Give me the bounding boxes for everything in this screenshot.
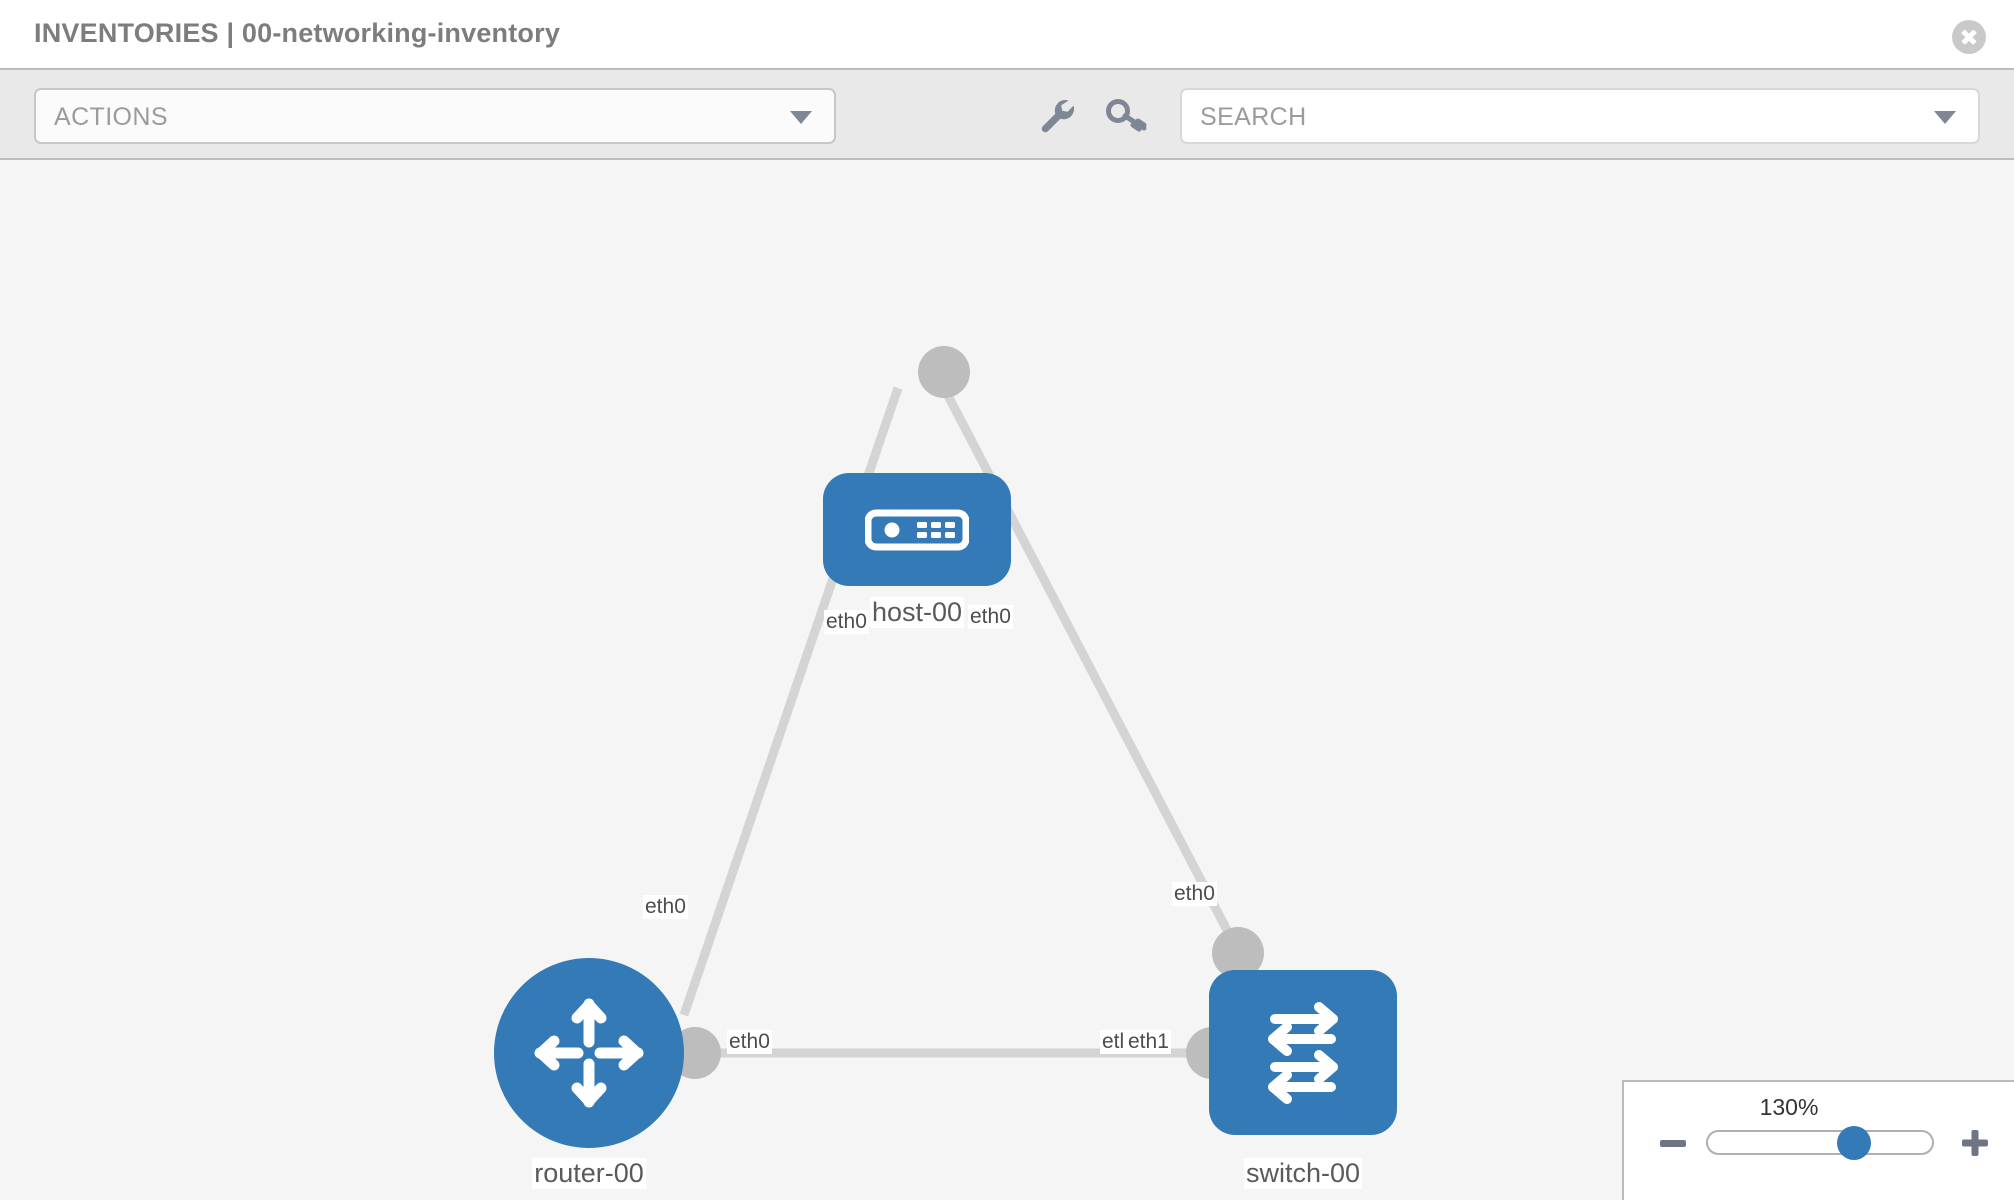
node-router-00[interactable] bbox=[494, 958, 684, 1148]
zoom-slider-thumb[interactable] bbox=[1836, 1125, 1871, 1160]
actions-dropdown-label: ACTIONS bbox=[54, 103, 168, 131]
edge-label-host-switch-near: eth0 bbox=[968, 605, 1013, 629]
search-input[interactable]: SEARCH bbox=[1180, 88, 1980, 144]
topology-canvas[interactable]: host-00 router-00 bbox=[0, 160, 2014, 1200]
router-node-shape[interactable] bbox=[494, 958, 684, 1148]
server-icon bbox=[865, 509, 969, 550]
search-placeholder: SEARCH bbox=[1200, 103, 1307, 131]
edge-label-router-switch-near: eth0 bbox=[727, 1030, 772, 1054]
zoom-level-label: 130% bbox=[1759, 1094, 1819, 1120]
toolbar: ACTIONS SEARCH bbox=[0, 68, 2014, 160]
edge-label-router-switch-far-overlap: etl bbox=[1100, 1030, 1127, 1054]
interface-nub-host-right bbox=[918, 346, 970, 398]
node-label-switch-00: switch-00 bbox=[1243, 1158, 1363, 1189]
actions-dropdown[interactable]: ACTIONS bbox=[34, 88, 836, 144]
page-title: INVENTORIES | 00-networking-inventory bbox=[34, 18, 561, 48]
zoom-in-button[interactable] bbox=[1960, 1128, 1990, 1158]
switch-node-shape[interactable] bbox=[1209, 970, 1397, 1135]
edge-label-host-router-near: eth0 bbox=[824, 610, 869, 634]
wrench-icon[interactable] bbox=[1032, 90, 1084, 142]
topology-graph: host-00 router-00 bbox=[0, 160, 2014, 1200]
node-switch-00[interactable] bbox=[1209, 970, 1397, 1135]
close-icon[interactable] bbox=[1952, 20, 1986, 54]
host-node-shape[interactable] bbox=[823, 473, 1011, 586]
switch-arrows-icon bbox=[1268, 1001, 1338, 1104]
page-header: INVENTORIES | 00-networking-inventory bbox=[0, 0, 2014, 68]
edge-label-host-router-far: eth0 bbox=[643, 895, 688, 919]
node-label-router-00: router-00 bbox=[532, 1158, 646, 1189]
key-icon[interactable] bbox=[1100, 90, 1152, 142]
node-label-host-00: host-00 bbox=[869, 597, 965, 628]
node-host-00[interactable] bbox=[823, 473, 1011, 586]
topology-edges bbox=[669, 346, 1264, 1079]
chevron-down-icon[interactable] bbox=[1934, 111, 1956, 124]
interface-nub-switch-topleft bbox=[1212, 927, 1264, 979]
edge-label-router-switch-far: eth1 bbox=[1126, 1030, 1171, 1054]
chevron-down-icon bbox=[790, 111, 812, 124]
zoom-slider[interactable] bbox=[1706, 1125, 1934, 1160]
edge-label-host-switch-far: eth0 bbox=[1172, 882, 1217, 906]
router-arrows-icon bbox=[534, 998, 644, 1108]
zoom-out-button[interactable] bbox=[1660, 1140, 1686, 1147]
zoom-control-panel: 130% bbox=[1622, 1080, 2014, 1200]
